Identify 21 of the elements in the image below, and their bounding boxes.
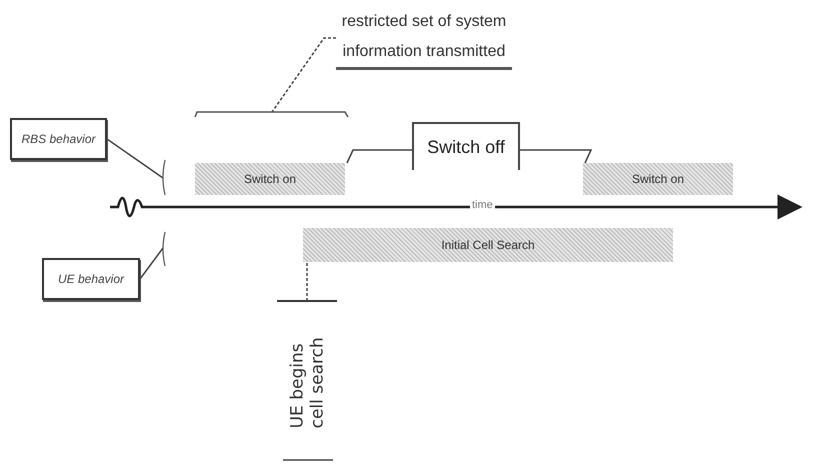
callout-line [106,138,164,179]
callout-line [139,248,164,280]
hatched-bar [195,163,345,195]
callout-box [10,118,107,160]
bar-label: Initial Cell Search [441,238,535,252]
axis-label: time [470,199,495,211]
hatched-bar [583,163,733,195]
vertical-label: UE begins cell search [287,336,328,428]
start-marker-line [276,262,338,302]
state-box [412,122,520,170]
bar-label: Switch off [427,136,505,158]
callout-box [42,258,140,300]
bar-label: Switch on [632,172,684,186]
callout-label: RBS behavior [21,132,96,146]
bar-label: Switch on [244,172,296,186]
callout-line [520,149,592,164]
hatched-bar [303,228,673,262]
leader-line [271,37,336,112]
callout-line [346,149,412,164]
annotation-text: restricted set of system information transmitted [336,6,512,70]
callout-label: UE behavior [58,272,124,286]
